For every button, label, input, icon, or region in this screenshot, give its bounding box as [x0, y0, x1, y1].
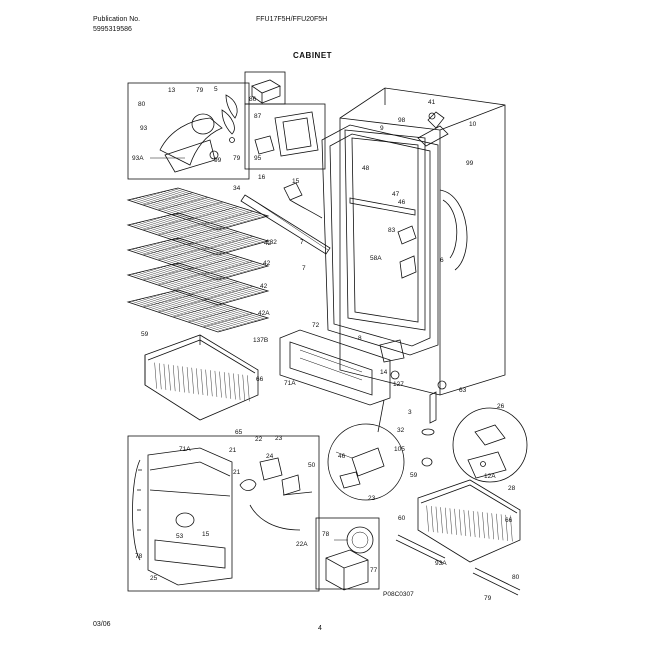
fan-motor-inset — [127, 82, 250, 180]
part-callout: 78 — [135, 553, 143, 560]
control-box-inset — [244, 103, 326, 170]
part-callout: 42 — [264, 240, 272, 247]
part-callout: 12A — [484, 473, 496, 480]
part-callout: 80 — [138, 101, 146, 108]
part-callout: 93A — [132, 155, 144, 162]
part-callout: 86 — [249, 96, 257, 103]
part-callout: 6 — [440, 257, 444, 264]
part-callout: 46 — [398, 199, 406, 206]
detail-circle-latch — [452, 407, 528, 483]
part-callout: 42 — [260, 283, 268, 290]
part-callout: 5 — [214, 86, 218, 93]
part-callout: 132 — [266, 239, 277, 246]
part-callout: 46 — [338, 453, 346, 460]
part-callout: 77 — [370, 567, 378, 574]
wire-basket-left — [144, 334, 259, 421]
wire-shelves — [126, 187, 270, 333]
part-callout: 47 — [392, 191, 400, 198]
part-callout: 66 — [256, 376, 264, 383]
part-callout: 99 — [466, 160, 474, 167]
part-callout: 50 — [308, 462, 316, 469]
module-inset — [315, 517, 380, 591]
part-callout: 79 — [484, 595, 492, 602]
wire-shelf — [126, 237, 270, 281]
part-callout: 14 — [380, 369, 388, 376]
part-callout: 34 — [233, 185, 241, 192]
page-title: CABINET — [293, 51, 333, 60]
part-callout: 127 — [393, 381, 404, 388]
part-callout: 15 — [292, 178, 300, 185]
part-callout: 71A — [284, 380, 296, 387]
part-callout: 7 — [300, 239, 304, 246]
part-callout: 8 — [358, 335, 362, 342]
part-callout: 7 — [302, 265, 306, 272]
part-callout: 23 — [275, 435, 283, 442]
part-callout: 60 — [398, 515, 406, 522]
part-callout: 41 — [428, 99, 436, 106]
part-callout: 137B — [253, 337, 268, 344]
part-callout: 15 — [202, 531, 210, 538]
wire-shelf — [126, 289, 270, 333]
part-callout: 95 — [254, 155, 262, 162]
part-callout: 72 — [312, 322, 320, 329]
part-callout: 42A — [258, 310, 270, 317]
part-callout: 13 — [168, 87, 176, 94]
part-callout: 65 — [235, 429, 243, 436]
part-callout: 99 — [214, 157, 222, 164]
part-callout: 48 — [362, 165, 370, 172]
shelf-rail — [240, 182, 331, 255]
door-panel-inset — [127, 435, 320, 592]
part-callout: 16 — [258, 174, 266, 181]
publication-label: Publication No. — [93, 16, 141, 23]
part-callout: 53 — [176, 533, 184, 540]
footer-date: 03/06 — [93, 621, 111, 628]
model-numbers: FFU17F5H/FFU20F5H — [256, 16, 328, 23]
part-callout: 9 — [380, 125, 384, 132]
wire-basket-right — [395, 479, 521, 596]
part-callout: 79 — [196, 87, 204, 94]
part-callout: 79 — [233, 155, 241, 162]
part-callout: 58A — [370, 255, 382, 262]
part-callout: 93A — [435, 560, 447, 567]
part-callout: 105 — [394, 446, 405, 453]
front-grille-panel — [279, 329, 391, 433]
part-callout: 28 — [508, 485, 516, 492]
part-callout: 26 — [497, 403, 505, 410]
page-number: 4 — [318, 625, 322, 632]
part-callout: 22 — [255, 436, 263, 443]
part-callout: 59 — [410, 472, 418, 479]
part-callout: 83 — [388, 227, 396, 234]
part-callout: 78 — [322, 531, 330, 538]
part-callout: 87 — [254, 113, 262, 120]
detail-circle-light — [327, 423, 405, 501]
wire-shelf — [126, 187, 270, 231]
part-callout: 42 — [263, 260, 271, 267]
part-callout: 63 — [459, 387, 467, 394]
part-callout: 98 — [398, 117, 406, 124]
cabinet-body — [321, 87, 506, 467]
part-callout: 32 — [397, 427, 405, 434]
publication-number: 5995319586 — [93, 26, 132, 33]
part-callout: 80 — [512, 574, 520, 581]
part-callout: 24 — [266, 453, 274, 460]
part-callout: 3 — [408, 409, 412, 416]
diagram-code: P08C0307 — [383, 591, 414, 598]
part-callout: 21 — [229, 447, 237, 454]
part-callout: 59 — [141, 331, 149, 338]
part-callout: 22A — [296, 541, 308, 548]
part-callout: 25 — [150, 575, 158, 582]
part-callout: 93 — [140, 125, 148, 132]
part-callout: 71A — [179, 446, 191, 453]
part-callout: 10 — [469, 121, 477, 128]
part-callout: 66 — [505, 517, 513, 524]
part-callout: 21 — [233, 469, 241, 476]
part-callout: 23 — [368, 495, 376, 502]
